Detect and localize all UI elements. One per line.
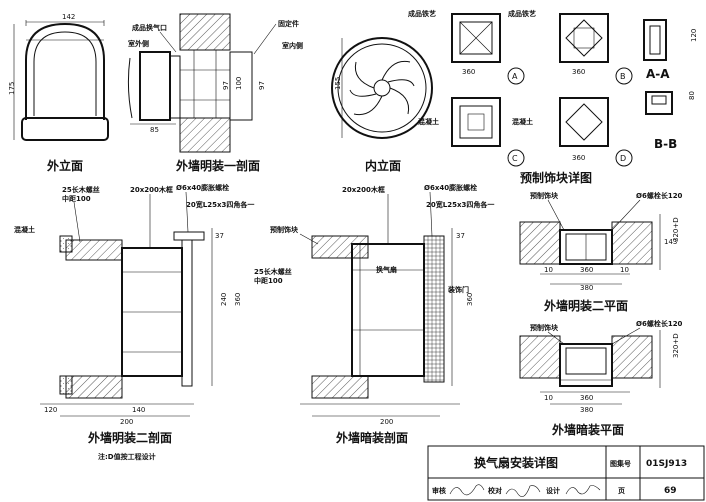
label-bolt-6x40: Ø6x40膨胀螺栓 [176,183,229,192]
circle-c: C [512,154,518,163]
label-concrete-block-2: 混凝土 [512,117,533,126]
dim-240: 240 [220,293,228,306]
caption-inner-elevation: 内立面 [365,158,401,173]
concealed-section: 37 360 200 20x200木框 Ø6x40膨胀螺栓 20宽L25x3四角… [254,183,494,445]
dim-100: 100 [235,77,243,90]
check-label: 校对 [488,486,502,495]
label-outdoor-side: 室外侧 [128,39,149,48]
circle-b: B [620,72,626,81]
dim-10-c: 10 [544,394,553,402]
dim-37-top: 37 [215,232,224,240]
design-label: 设计 [546,486,560,495]
label-bolt-6x40-b: Ø6x40膨胀螺栓 [424,183,477,192]
label-screw-25: 25长木螺丝 [62,185,100,194]
exposed-plan-2: 320+D 143 10 360 10 380 预制饰块 Ø6螺栓长120 外墙… [519,191,683,313]
dim-120-b: 120 [44,406,57,414]
caption-precast-detail: 预制饰块详图 [520,170,592,185]
atlas-number: 01SJ913 [646,459,687,469]
page-number: 69 [664,486,677,496]
label-screw-25-b: 25长木螺丝 [254,267,292,276]
dim-80: 80 [688,91,696,100]
inner-elevation: 155 内立面 [331,37,433,173]
outer-elevation: 142 175 外立面 [8,13,109,173]
dim-360-c2: 360 [466,293,474,306]
dim-360-plan-a: 360 [580,266,593,274]
title-block: 换气扇安装详图 图集号 01SJ913 审核 校对 设计 页 69 [427,445,705,501]
dim-155: 155 [334,77,342,90]
label-screw-25-b-pitch: 中距100 [254,276,283,285]
label-frame-20x200-b: 20x200木框 [342,185,385,194]
caption-exposed-section-1: 外墙明装一剖面 [176,158,260,173]
dim-140: 140 [132,406,145,414]
page-label: 页 [618,487,625,495]
concealed-plan: 320+D 10 360 380 预制饰块 Ø6螺栓长120 外墙暗装平面 [519,319,683,437]
circle-a: A [512,72,518,81]
dim-10-b: 10 [620,266,629,274]
label-precast-block: 预制饰块 [270,225,299,234]
caption-concealed-section: 外墙暗装剖面 [336,430,408,445]
label-angle-20-b: 20宽L25x3四角各一 [426,200,494,209]
title-text: 换气扇安装详图 [474,455,558,470]
precast-details: 360 360 360 成品铁艺 成品铁艺 混凝土 混凝土 A B C D 12… [408,9,698,185]
dim-320-a: 320+D [672,217,680,242]
review-label: 审核 [432,486,446,495]
section-bb: B-B [654,137,677,151]
label-iron-art-a: 成品铁艺 [408,9,436,18]
dim-380b: 380 [580,406,593,414]
label-frame-20x200: 20x200木框 [130,185,173,194]
dim-97b: 97 [258,81,266,90]
caption-concealed-plan: 外墙暗装平面 [552,422,624,437]
label-concrete-block: 混凝土 [418,117,439,126]
label-indoor-side: 室内侧 [282,41,303,50]
dim-a-360: 360 [462,68,475,76]
label-precast-block-c: 预制饰块 [530,323,559,332]
label-concrete-block-3: 混凝土 [14,225,35,234]
dim-85: 85 [150,126,159,134]
dim-142: 142 [62,13,75,21]
dim-360c: 360 [234,293,242,306]
dim-380a: 380 [580,284,593,292]
dim-97a: 97 [222,81,230,90]
label-fan: 换气扇 [376,265,397,274]
dim-37-top-b: 37 [456,232,465,240]
dim-d-360: 360 [572,154,585,162]
exposed-section-1: 97 100 97 85 成品换气口 室外侧 固定件 室内侧 外墙明装一剖面 [127,13,303,173]
dim-200b: 200 [380,418,393,426]
note-d-value: 注:D值按工程设计 [98,452,156,461]
dim-320-b: 320+D [672,333,680,358]
label-angle-20: 20宽L25x3四角各一 [186,200,254,209]
label-iron-art-b: 成品铁艺 [508,9,536,18]
caption-exposed-plan-2: 外墙明装二平面 [544,298,628,313]
section-aa: A-A [646,67,670,81]
circle-d: D [620,154,626,163]
dim-360-plan-b: 360 [580,394,593,402]
label-bolt-120: Ø6螺栓长120 [636,191,683,200]
exposed-section-2: 37 240 360 120 140 200 25长木螺丝 中距100 20x2… [14,183,254,461]
label-screw-25-pitch: 中距100 [62,194,91,203]
label-fixing-piece: 固定件 [278,19,299,28]
dim-143: 143 [664,238,677,246]
atlas-label: 图集号 [610,459,631,468]
dim-b-360: 360 [572,68,585,76]
label-precast-block-b: 预制饰块 [530,191,559,200]
caption-exposed-section-2: 外墙明装二剖面 [88,430,172,445]
label-fan-vent: 成品换气口 [132,23,167,32]
label-bolt-120-b: Ø6螺栓长120 [636,319,683,328]
dim-10-a: 10 [544,266,553,274]
caption-outer-elevation: 外立面 [47,158,83,173]
dim-175: 175 [8,82,16,95]
dim-200a: 200 [120,418,133,426]
dim-120: 120 [690,29,698,42]
label-decor-door: 装饰门 [447,285,469,294]
